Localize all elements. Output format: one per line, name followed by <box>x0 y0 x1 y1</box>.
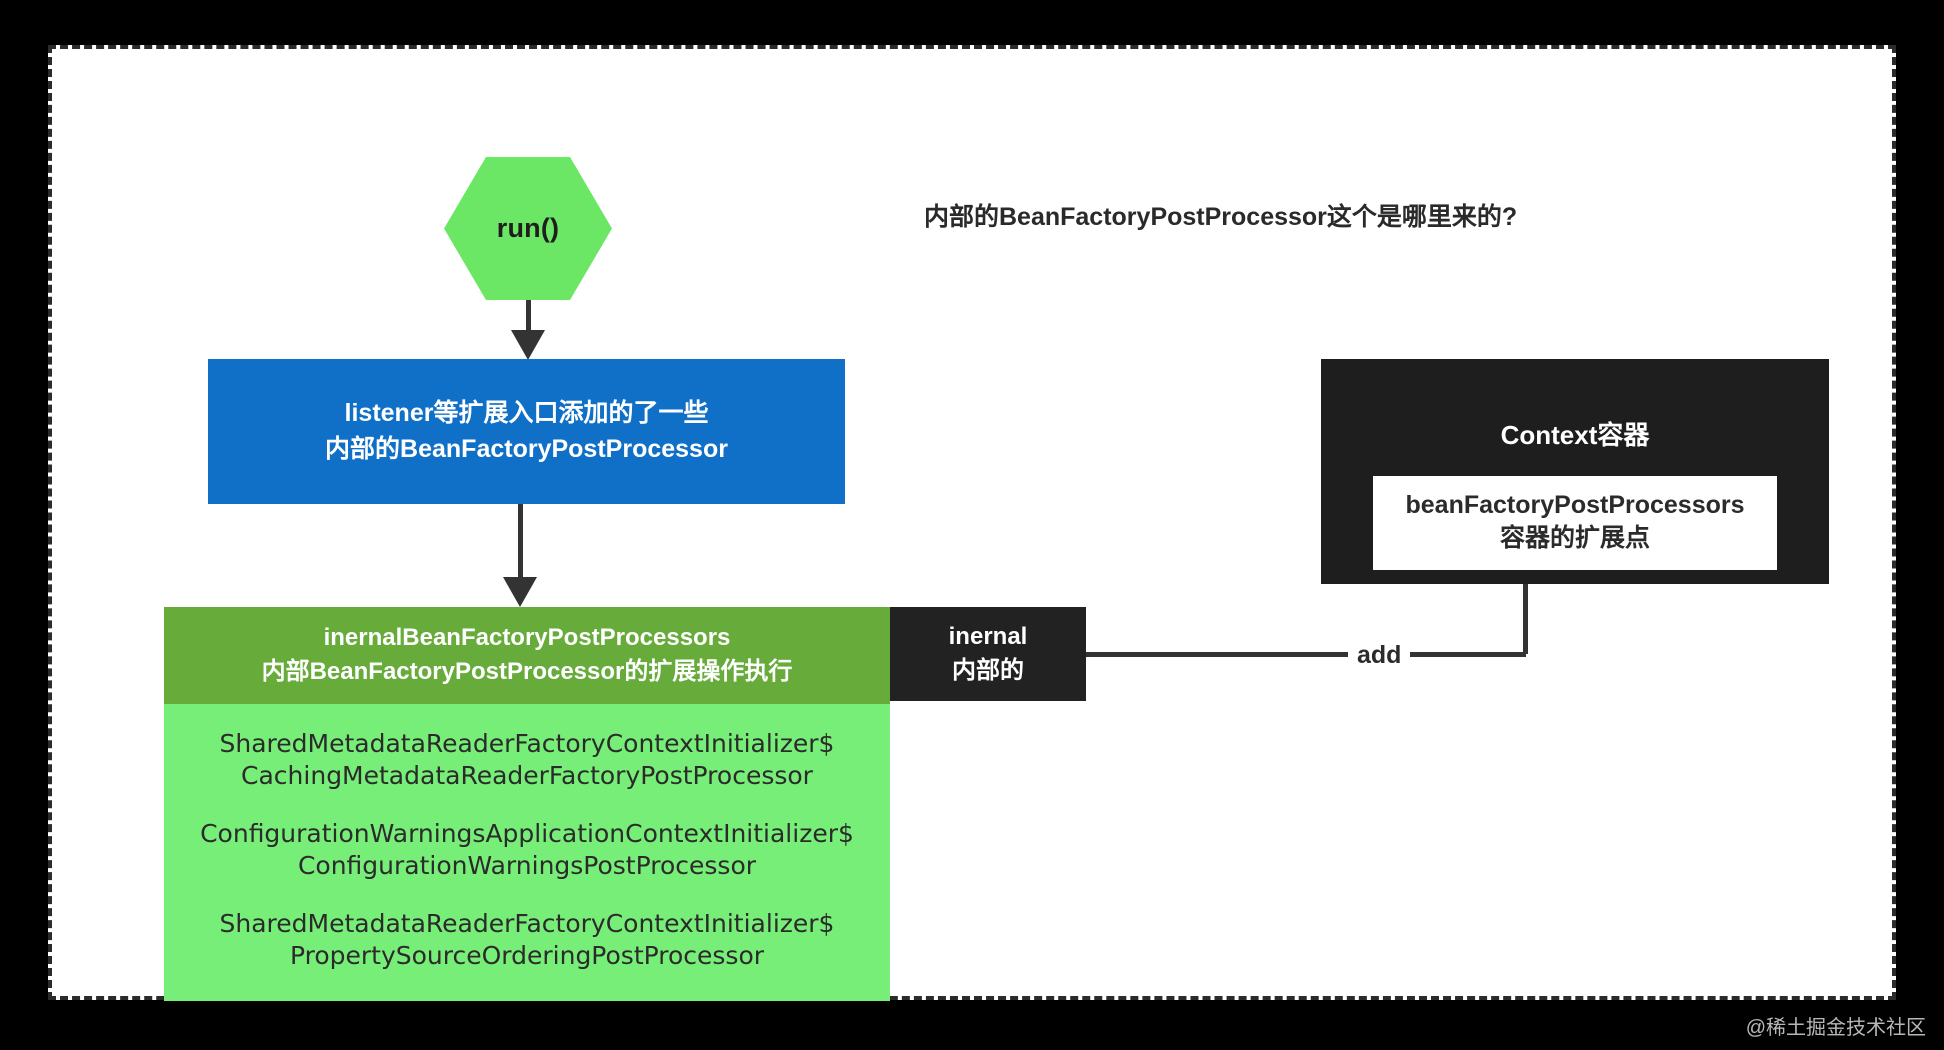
arrow-run-to-blue-head <box>511 330 545 360</box>
list-item-line-1: SharedMetadataReaderFactoryContextInitia… <box>219 909 835 939</box>
list-item-line-1: SharedMetadataReaderFactoryContextInitia… <box>219 729 835 759</box>
edge-add-horizontal <box>1086 652 1526 657</box>
page-title: 内部的BeanFactoryPostProcessor这个是哪里来的? <box>924 203 1518 231</box>
list-item: SharedMetadataReaderFactoryContextInitia… <box>174 908 880 971</box>
context-container-title: Context容器 <box>1500 420 1650 450</box>
list-item-line-2: PropertySourceOrderingPostProcessor <box>289 940 765 970</box>
edge-add-vertical <box>1523 541 1528 654</box>
list-item-line-1: ConfigurationWarningsApplicationContextI… <box>200 819 854 849</box>
node-listener-extension-box[interactable]: listener等扩展入口添加的了一些 内部的BeanFactoryPostPr… <box>208 359 845 504</box>
list-item: ConfigurationWarningsApplicationContextI… <box>174 818 880 881</box>
context-extension-point-box[interactable]: beanFactoryPostProcessors 容器的扩展点 <box>1373 476 1777 570</box>
green-body: SharedMetadataReaderFactoryContextInitia… <box>164 704 890 1002</box>
edge-add-label: add <box>1348 641 1411 670</box>
node-run-hexagon[interactable]: run() <box>444 157 612 300</box>
green-header-line-2: 内部BeanFactoryPostProcessor的扩展操作执行 <box>261 657 793 685</box>
inernal-tag-line-1: inernal <box>948 622 1028 650</box>
context-inner-line-2: 容器的扩展点 <box>1499 524 1650 552</box>
arrow-run-to-blue-shaft <box>526 300 531 336</box>
node-inernal-tag[interactable]: inernal 内部的 <box>890 607 1086 701</box>
list-item-line-2: CachingMetadataReaderFactoryPostProcesso… <box>241 760 813 790</box>
node-run-label: run() <box>496 213 560 243</box>
green-header-line-1: inernalBeanFactoryPostProcessors <box>323 624 731 651</box>
inernal-tag-line-2: 内部的 <box>952 657 1024 684</box>
blue-box-line-1: listener等扩展入口添加的了一些 <box>344 399 709 427</box>
arrow-blue-to-green-head <box>503 577 537 607</box>
list-item: SharedMetadataReaderFactoryContextInitia… <box>174 728 880 791</box>
list-item-line-2: ConfigurationWarningsPostProcessor <box>297 850 757 880</box>
arrow-blue-to-green-shaft <box>518 504 523 580</box>
node-internal-bfpp-group[interactable]: inernalBeanFactoryPostProcessors 内部BeanF… <box>164 607 890 1002</box>
diagram-canvas: 内部的BeanFactoryPostProcessor这个是哪里来的? run(… <box>48 45 1896 1002</box>
node-context-container[interactable]: Context容器 beanFactoryPostProcessors 容器的扩… <box>1321 359 1829 584</box>
green-header: inernalBeanFactoryPostProcessors 内部BeanF… <box>164 607 890 705</box>
watermark: @稀土掘金技术社区 <box>1745 1017 1926 1039</box>
context-inner-line-1: beanFactoryPostProcessors <box>1405 491 1745 519</box>
blue-box-line-2: 内部的BeanFactoryPostProcessor <box>325 434 728 463</box>
